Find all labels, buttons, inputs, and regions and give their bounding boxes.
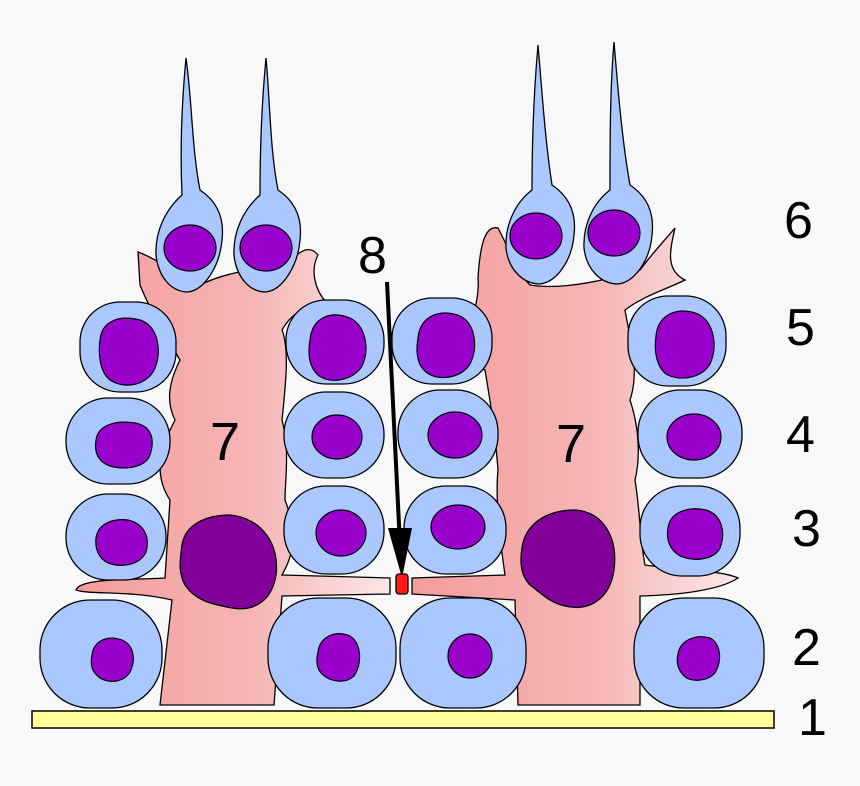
spermatocyte-nucleus <box>95 519 148 566</box>
layer-label-2: 2 <box>792 619 821 677</box>
spermatogonium-nucleus <box>316 633 361 682</box>
sertoli-label-left: 7 <box>210 412 240 472</box>
junction-label: 8 <box>358 227 387 285</box>
spermatogonium-nucleus <box>90 637 134 682</box>
junction-arrow-shaft <box>385 281 402 546</box>
layer-label-6: 6 <box>784 192 813 250</box>
spermatogonium-nucleus <box>447 633 493 679</box>
spermatocyte-nucleus <box>666 413 722 461</box>
spermatids-group <box>79 295 727 393</box>
sertoli-nucleus-left <box>179 514 278 610</box>
spermatid-nucleus <box>416 312 476 379</box>
spermatid-nucleus <box>308 314 367 381</box>
layer-label-1: 1 <box>798 689 827 747</box>
spermatocyte-nucleus <box>430 504 486 550</box>
sertoli-nucleus-right <box>520 509 616 608</box>
spermatocyte-nucleus <box>315 509 367 557</box>
spermatogonia-group <box>39 597 765 709</box>
spermatozoon-nucleus <box>239 224 293 272</box>
layer-label-3: 3 <box>792 500 821 558</box>
layer-label-4: 4 <box>786 406 815 464</box>
layer-label-5: 5 <box>786 299 815 357</box>
junction-arrow-head <box>388 528 412 578</box>
spermatozoon-nucleus <box>509 212 563 260</box>
primary-spermatocytes-group <box>65 485 741 581</box>
basement-membrane <box>31 710 775 729</box>
spermatid-nucleus <box>98 317 159 386</box>
spermatozoon-nucleus <box>587 209 641 257</box>
spermatocyte-nucleus <box>666 508 724 560</box>
spermatid-nucleus <box>654 310 715 379</box>
spermatozoon-nucleus <box>163 224 217 272</box>
spermatocyte-nucleus <box>311 414 363 460</box>
secondary-spermatocytes-group <box>65 389 743 485</box>
spermatozoa-group <box>155 41 654 293</box>
spermatocyte-nucleus <box>427 411 483 459</box>
sertoli-label-right: 7 <box>556 414 586 474</box>
spermatogonium-nucleus <box>676 636 721 681</box>
tight-junction <box>395 573 409 595</box>
spermatocyte-nucleus <box>94 421 153 469</box>
